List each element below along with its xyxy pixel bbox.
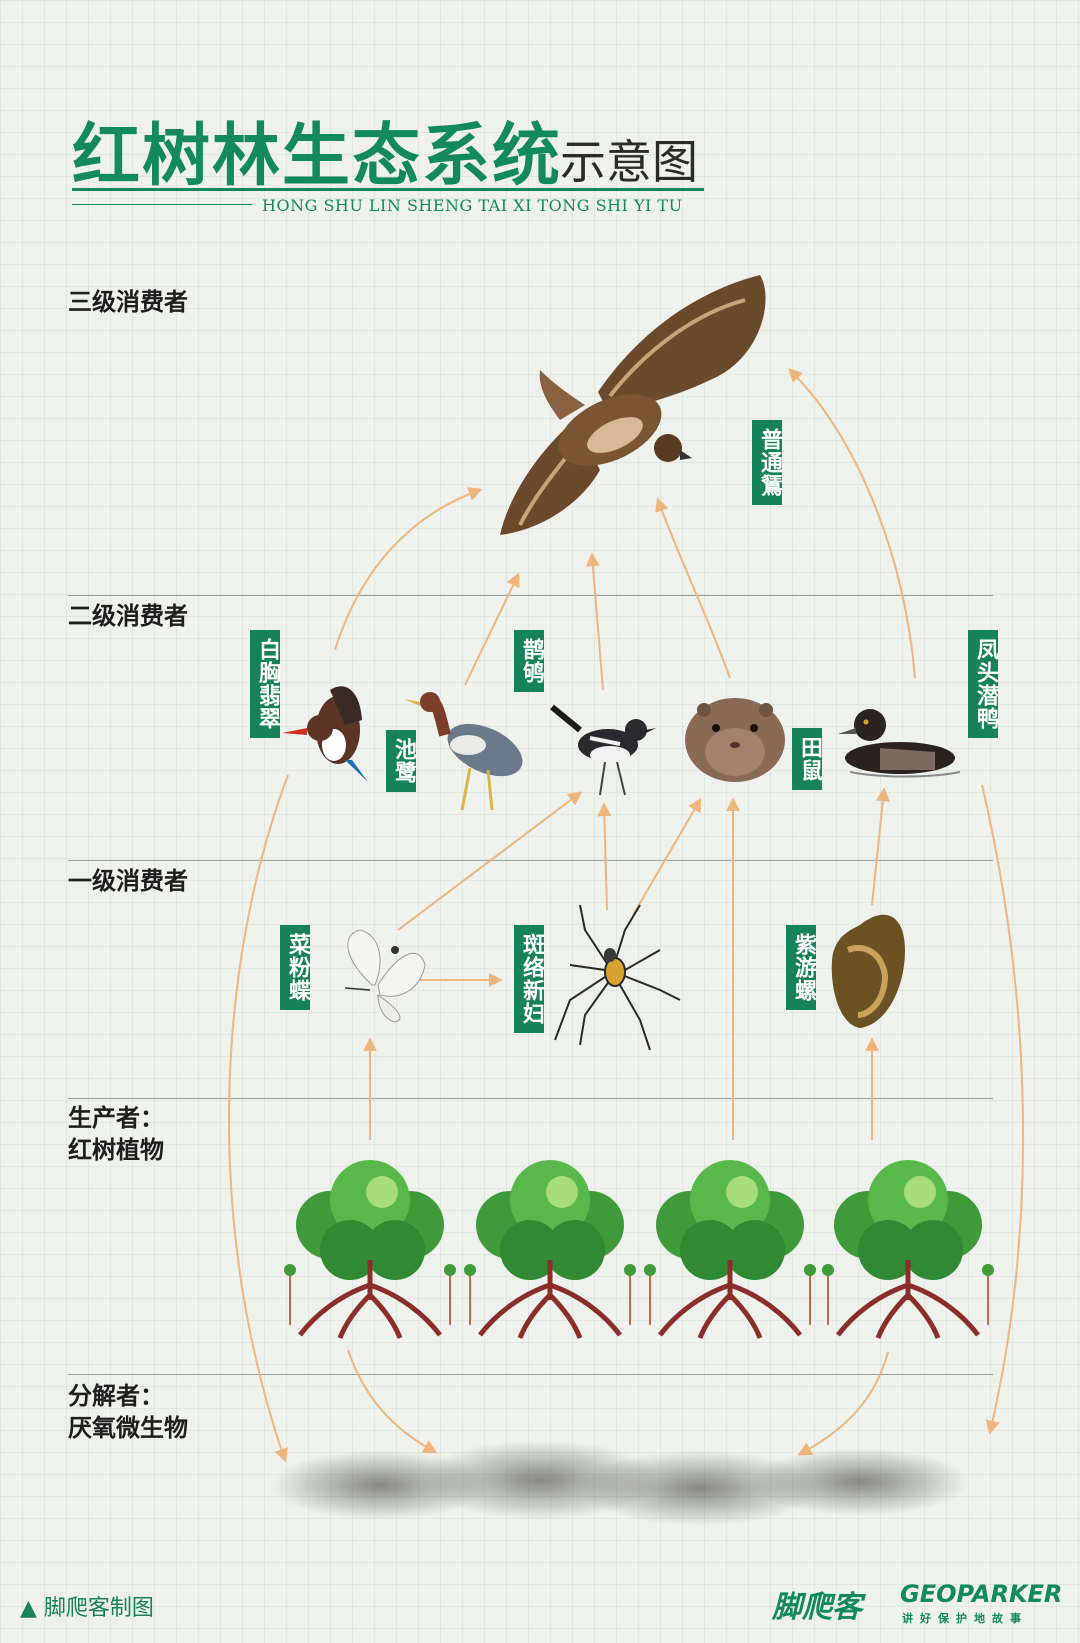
arrow-spider-to-magpie bbox=[597, 802, 612, 911]
arrow-kingfisher-to-decomposer bbox=[228, 774, 289, 1463]
energy-flow-arrows bbox=[228, 368, 1025, 1463]
magpie-robin-icon bbox=[550, 704, 656, 796]
label-spider: 斑络新妇 bbox=[514, 925, 545, 1033]
divider-producer bbox=[68, 1098, 993, 1099]
arrow-tree-to-decomposer-right bbox=[797, 1351, 889, 1456]
duck-icon bbox=[838, 709, 961, 778]
arrow-duck-to-decomposer bbox=[981, 784, 1025, 1435]
arrow-snail-to-duck bbox=[871, 787, 890, 906]
credit-text: ▲ 脚爬客制图 bbox=[20, 1596, 154, 1621]
logo-geoparker-slogan: 讲好保护地故事 bbox=[902, 1612, 1028, 1625]
arrow-butterfly-to-magpie bbox=[397, 791, 583, 931]
heron-icon bbox=[404, 692, 523, 811]
title-underline bbox=[72, 188, 704, 191]
level-decomposer-label-1: 分解者： bbox=[68, 1381, 164, 1410]
decomposer-microbes-icon bbox=[270, 1440, 970, 1526]
snail-icon bbox=[831, 914, 905, 1028]
label-kingfisher: 白胸翡翠 bbox=[250, 630, 281, 738]
label-heron: 池鹭 bbox=[386, 730, 417, 792]
level-producer-label-1: 生产者： bbox=[68, 1103, 164, 1132]
mangrove-tree-icon bbox=[284, 1160, 456, 1339]
arrow-magpie-to-buzzard bbox=[585, 552, 604, 691]
mangrove-trees bbox=[284, 1160, 994, 1339]
arrow-spider-to-vole bbox=[632, 797, 702, 916]
level-primary-label: 一级消费者 bbox=[68, 866, 188, 895]
arrow-heron-to-buzzard bbox=[464, 572, 520, 686]
mangrove-tree-icon bbox=[822, 1160, 994, 1339]
page-title: 红树林生态系统 bbox=[72, 116, 563, 196]
label-magpie-robin: 鹊鸲 bbox=[514, 630, 545, 692]
arrow-duck-to-buzzard bbox=[788, 368, 916, 679]
mangrove-tree-icon bbox=[464, 1160, 636, 1339]
spider-icon bbox=[554, 904, 681, 1051]
buzzard-icon bbox=[500, 275, 766, 535]
level-secondary-label: 二级消费者 bbox=[68, 601, 188, 630]
label-duck: 凤头潜鸭 bbox=[968, 630, 999, 738]
label-buzzard: 普通鵟 bbox=[752, 420, 783, 505]
mangrove-tree-icon bbox=[644, 1160, 816, 1339]
divider-primary bbox=[68, 860, 993, 861]
arrow-vole-to-buzzard bbox=[655, 497, 731, 679]
page-subtitle: 示意图 bbox=[560, 135, 698, 189]
level-tertiary-label: 三级消费者 bbox=[68, 287, 188, 316]
label-snail: 紫游螺 bbox=[786, 925, 817, 1010]
butterfly-icon bbox=[344, 929, 426, 1023]
logo-jiaopake: 脚爬客 bbox=[772, 1590, 862, 1625]
level-producer-label-2: 红树植物 bbox=[68, 1135, 164, 1164]
arrow-tree-to-decomposer-left bbox=[347, 1349, 438, 1454]
label-butterfly: 菜粉蝶 bbox=[280, 925, 311, 1010]
arrow-kingfisher-to-buzzard bbox=[334, 487, 483, 651]
divider-secondary bbox=[68, 595, 993, 596]
label-vole: 田鼠 bbox=[792, 728, 823, 790]
title-pinyin: HONG SHU LIN SHENG TAI XI TONG SHI YI TU bbox=[262, 196, 683, 215]
logo-geoparker: GEOPARKER bbox=[900, 1580, 1063, 1608]
divider-decomposer bbox=[68, 1374, 993, 1375]
kingfisher-icon bbox=[282, 686, 368, 782]
vole-icon bbox=[685, 698, 785, 782]
title-underline-short bbox=[72, 204, 252, 205]
level-decomposer-label-2: 厌氧微生物 bbox=[68, 1413, 188, 1442]
